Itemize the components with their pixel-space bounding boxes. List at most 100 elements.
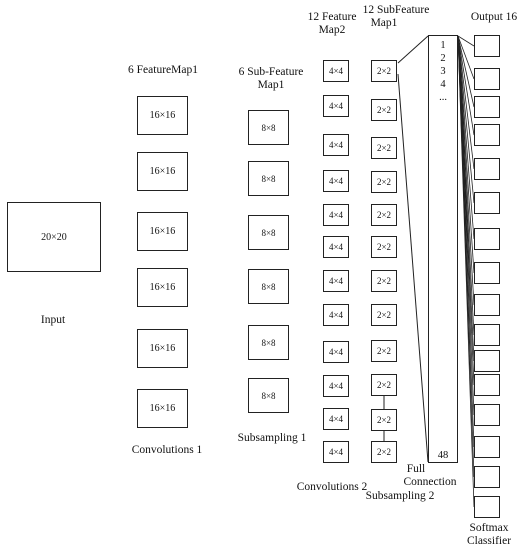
output-node-5: [474, 158, 500, 180]
sub2-feature-map-5: 2×2: [371, 204, 397, 226]
sub1-feature-map-size: 8×8: [261, 122, 276, 133]
sub2-feature-map-size: 2×2: [376, 415, 392, 425]
sub1-feature-map-6: 8×8: [248, 378, 289, 413]
sub1-title-line2: Map1: [257, 79, 285, 91]
conv1-feature-map-size: 16×16: [149, 110, 176, 121]
input-size: 20×20: [41, 231, 67, 243]
output-node-1: [474, 35, 500, 57]
output-node-12: [474, 374, 500, 396]
sub2-title-line2: Map1: [370, 17, 398, 29]
sub2-feature-map-size: 2×2: [376, 143, 392, 153]
conv1-feature-map-5: 16×16: [137, 329, 188, 368]
conv1-feature-map-6: 16×16: [137, 389, 188, 428]
conv2-feature-map-5: 4×4: [323, 204, 349, 226]
fan-line-6: [457, 35, 475, 204]
conv2-feature-map-8: 4×4: [323, 304, 349, 326]
sub1-feature-map-size: 8×8: [261, 227, 276, 238]
output-node-14: [474, 436, 500, 458]
sub2-feature-map-2: 2×2: [371, 99, 397, 121]
output-title: Output 16: [470, 11, 518, 23]
sub2-feature-map-4: 2×2: [371, 171, 397, 193]
fan-line-3: [457, 35, 475, 108]
fan-line-2: [457, 35, 475, 80]
full-connection-node-1: 1: [440, 40, 446, 51]
conv2-feature-map-11: 4×4: [323, 408, 349, 430]
output-node-9: [474, 294, 500, 316]
conv2-feature-map-size: 4×4: [328, 347, 344, 357]
output-fan-lines: [457, 35, 475, 508]
output-node-11: [474, 350, 500, 372]
sub1-title-line1: 6 Sub-Feature: [238, 66, 304, 78]
sub2-feature-map-size: 2×2: [376, 177, 392, 187]
conv2-feature-map-3: 4×4: [323, 134, 349, 156]
conv2-feature-map-10: 4×4: [323, 375, 349, 397]
conv2-feature-map-size: 4×4: [328, 414, 344, 424]
sub2-feature-map-6: 2×2: [371, 236, 397, 258]
conv1-caption: Convolutions 1: [131, 444, 203, 456]
output-node-7: [474, 228, 500, 250]
sub1-feature-map-size: 8×8: [261, 337, 276, 348]
conv1-feature-map-3: 16×16: [137, 212, 188, 251]
sub1-feature-map-2: 8×8: [248, 161, 289, 196]
full-connection-caption-line1: Full: [406, 463, 426, 475]
full-connection-node-4: 4: [440, 79, 446, 90]
connector-line-bottom: [397, 73, 429, 463]
sub2-feature-map-3: 2×2: [371, 137, 397, 159]
conv1-feature-map-size: 16×16: [149, 166, 176, 177]
conv2-title-line1: 12 Feature: [307, 11, 357, 23]
full-connection-column: [428, 35, 458, 463]
full-connection-node-5: ...: [439, 92, 447, 103]
sub2-feature-map-size: 2×2: [376, 276, 392, 286]
input-label: Input: [40, 314, 66, 326]
conv2-feature-map-12: 4×4: [323, 441, 349, 463]
output-node-15: [474, 466, 500, 488]
fan-line-5: [457, 35, 475, 170]
sub1-feature-map-size: 8×8: [261, 173, 276, 184]
conv2-feature-map-size: 4×4: [328, 101, 344, 111]
full-connection-last-node: 48: [437, 450, 449, 461]
conv1-feature-map-4: 16×16: [137, 268, 188, 307]
conv2-feature-map-9: 4×4: [323, 341, 349, 363]
fan-line-16: [457, 35, 475, 508]
sub2-feature-map-1: 2×2: [371, 60, 397, 82]
fan-line-1: [457, 35, 475, 47]
connector-line-top: [397, 35, 429, 64]
full-connection-node-3: 3: [440, 66, 446, 77]
output-node-3: [474, 96, 500, 118]
conv2-feature-map-6: 4×4: [323, 236, 349, 258]
sub2-feature-map-size: 2×2: [376, 242, 392, 252]
conv2-caption: Convolutions 2: [296, 481, 368, 493]
output-node-16: [474, 496, 500, 518]
conv2-feature-map-4: 4×4: [323, 170, 349, 192]
sub2-feature-map-9: 2×2: [371, 340, 397, 362]
sub2-feature-map-size: 2×2: [376, 380, 392, 390]
conv2-feature-map-size: 4×4: [328, 210, 344, 220]
conv2-feature-map-size: 4×4: [328, 276, 344, 286]
sub2-feature-map-size: 2×2: [376, 105, 392, 115]
output-node-2: [474, 68, 500, 90]
conv2-title-line2: Map2: [318, 24, 346, 36]
sub2-feature-map-7: 2×2: [371, 270, 397, 292]
sub2-feature-map-12: 2×2: [371, 441, 397, 463]
conv1-feature-map-2: 16×16: [137, 152, 188, 191]
conv1-feature-map-size: 16×16: [149, 226, 176, 237]
conv2-feature-map-size: 4×4: [328, 140, 344, 150]
sub1-feature-map-3: 8×8: [248, 215, 289, 250]
conv2-feature-map-size: 4×4: [328, 242, 344, 252]
conv2-feature-map-size: 4×4: [328, 66, 344, 76]
output-node-13: [474, 404, 500, 426]
conv2-feature-map-7: 4×4: [323, 270, 349, 292]
sub2-feature-map-size: 2×2: [376, 346, 392, 356]
output-node-6: [474, 192, 500, 214]
output-caption-line2: Classifier: [466, 535, 512, 547]
full-connection-node-2: 2: [440, 53, 446, 64]
sub2-feature-map-size: 2×2: [376, 66, 392, 76]
conv1-feature-map-size: 16×16: [149, 282, 176, 293]
output-caption-line1: Softmax: [469, 522, 509, 534]
conv1-title: 6 FeatureMap1: [128, 64, 198, 76]
sub2-feature-map-size: 2×2: [376, 447, 392, 457]
input-map: 20×20: [7, 202, 101, 272]
conv1-feature-map-size: 16×16: [149, 343, 176, 354]
